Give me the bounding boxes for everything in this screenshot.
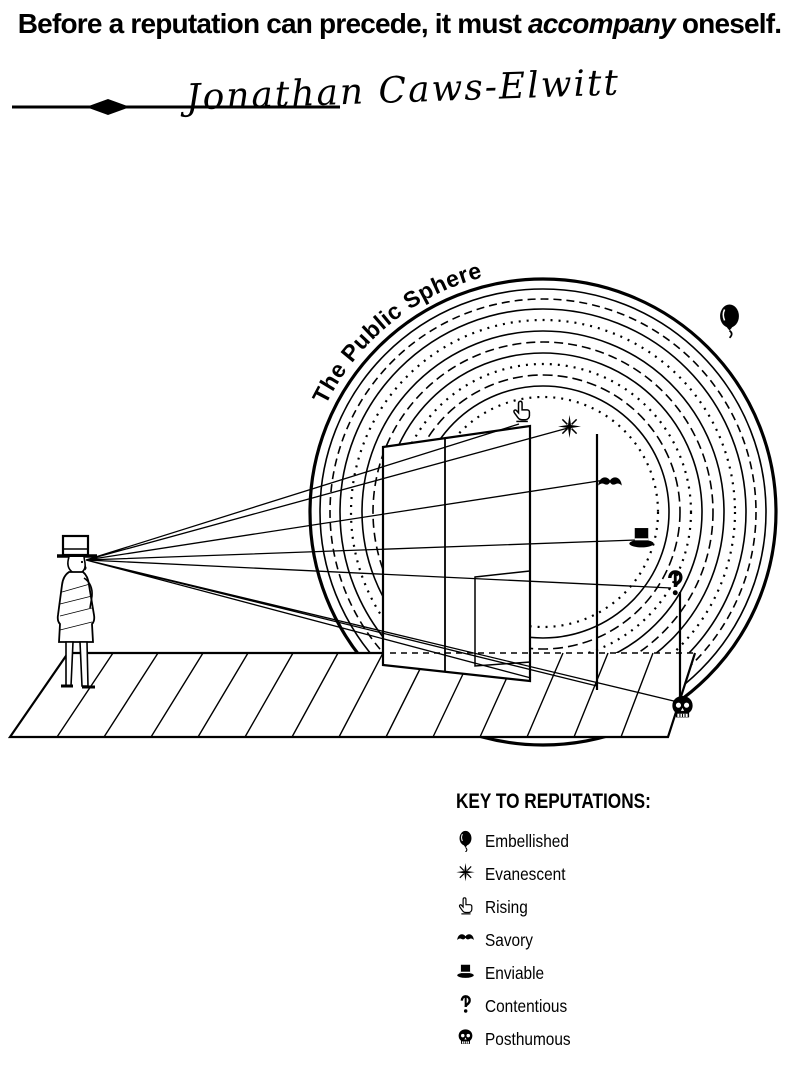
quote-emphasis: accompany — [527, 8, 676, 39]
mustache-icon — [598, 477, 622, 486]
diamond-ornament — [86, 99, 130, 115]
key-label: Contentious — [485, 995, 568, 1016]
key-row-enviable: Enviable — [456, 962, 786, 984]
star-icon — [456, 863, 475, 882]
key-label: Posthumous — [485, 1028, 571, 1049]
sight-lines — [85, 423, 683, 704]
reputation-key: KEY TO REPUTATIONS: Embellished Evanesce… — [456, 790, 786, 1050]
perspective-floor — [7, 651, 697, 739]
pointing-hand-icon — [513, 400, 531, 423]
interrobang-icon — [668, 570, 683, 597]
skull-icon — [458, 1029, 473, 1045]
gentleman-figure — [56, 534, 97, 689]
top-hat-icon — [457, 964, 474, 978]
key-row-contentious: Contentious — [456, 995, 786, 1017]
key-label: Enviable — [485, 962, 545, 983]
key-row-savory: Savory — [456, 929, 786, 951]
key-row-posthumous: Posthumous — [456, 1028, 786, 1050]
quote-heading: Before a reputation can precede, it must… — [0, 8, 799, 40]
mustache-icon — [457, 934, 474, 940]
quote-suffix: oneself. — [674, 8, 782, 39]
star-icon — [557, 414, 582, 439]
attribution-rule — [12, 99, 340, 115]
key-label: Savory — [485, 929, 533, 950]
key-label: Embellished — [485, 830, 569, 851]
key-row-embellished: Embellished — [456, 830, 786, 852]
top-hat-icon — [629, 528, 654, 548]
interrobang-icon — [460, 995, 471, 1014]
key-label: Evanescent — [485, 863, 566, 884]
quote-prefix: Before a reputation can precede, it must — [17, 8, 528, 39]
key-title: KEY TO REPUTATIONS: — [456, 790, 651, 813]
key-row-rising: Rising — [456, 896, 786, 918]
balloon-icon — [458, 830, 473, 852]
pointing-hand-icon — [458, 897, 473, 915]
glass-panes — [381, 424, 682, 712]
attribution-block: Jonathan Caws-Elwitt — [0, 62, 799, 132]
balloon-icon — [719, 303, 740, 339]
key-row-evanescent: Evanescent — [456, 863, 786, 885]
key-label: Rising — [485, 896, 528, 917]
